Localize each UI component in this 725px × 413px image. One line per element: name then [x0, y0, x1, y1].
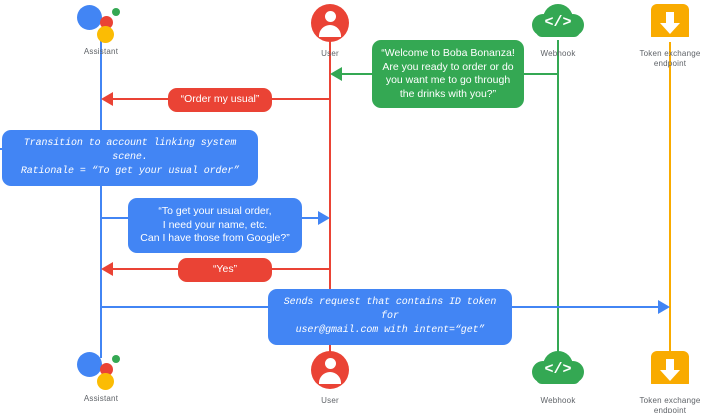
assistant-dot-yellow [97, 373, 114, 390]
arrow-head-shape [660, 23, 680, 34]
user-avatar-icon [311, 4, 349, 42]
cloud-code-icon: </> [532, 4, 584, 44]
actor-label-assistant: Assistant [83, 47, 119, 56]
actor-label-token-endpoint: Token exchange endpoint [639, 49, 701, 68]
token-icon-wrap [610, 4, 725, 46]
box-notch [651, 37, 689, 42]
code-brackets-glyph: </> [544, 14, 572, 31]
arrow-shaft [666, 12, 674, 24]
webhook-icon-wrap-bottom: </> [498, 351, 618, 393]
lifeline-assistant [100, 40, 102, 358]
arrow-shaft [666, 359, 674, 371]
download-box-icon [651, 351, 689, 389]
actor-label-user: User [321, 49, 339, 58]
assistant-dot-blue [77, 352, 102, 377]
actor-label-webhook: Webhook [540, 396, 576, 405]
actor-label-assistant: Assistant [83, 394, 119, 403]
assistant-dot-red [100, 363, 113, 376]
google-assistant-icon [75, 349, 127, 391]
msg-arrowhead-welcome [330, 67, 342, 81]
msg-arrowhead-order-my-usual [101, 92, 113, 106]
token-icon-wrap-bottom [610, 351, 725, 393]
message-bubble-need-your-name: “To get your usual order, I need your na… [128, 198, 302, 253]
webhook-icon-wrap: </> [498, 4, 618, 46]
actor-webhook-bottom: </> Webhook [498, 349, 618, 406]
msg-arrowhead-sends-request [658, 300, 670, 314]
cloud-base [536, 22, 580, 37]
arrow-head-shape [660, 370, 680, 381]
actor-user-top: User [270, 2, 390, 59]
user-head-shape [324, 11, 336, 22]
actor-token-endpoint-bottom: Token exchange endpoint [610, 349, 725, 413]
google-assistant-icon [75, 2, 127, 44]
user-icon-wrap-bottom [270, 351, 390, 393]
message-bubble-order-my-usual: “Order my usual” [168, 88, 272, 112]
actor-label-user: User [321, 396, 339, 405]
user-icon-wrap [270, 4, 390, 46]
lifeline-webhook [557, 40, 559, 358]
code-brackets-glyph: </> [544, 361, 572, 378]
msg-arrowhead-yes [101, 262, 113, 276]
message-note-sends-request: Sends request that contains ID token for… [268, 289, 512, 345]
assistant-dot-green [112, 8, 120, 16]
actor-user-bottom: User [270, 349, 390, 406]
download-box-icon [651, 4, 689, 42]
assistant-dot-blue [77, 5, 102, 30]
cloud-code-icon: </> [532, 351, 584, 391]
message-note-transition: Transition to account linking system sce… [2, 130, 258, 186]
box-notch [651, 384, 689, 389]
actor-assistant-top: Assistant [41, 2, 161, 57]
assistant-dot-red [100, 16, 113, 29]
actor-label-token-endpoint: Token exchange endpoint [639, 396, 701, 413]
cloud-base [536, 369, 580, 384]
actor-webhook-top: </> Webhook [498, 2, 618, 59]
actor-label-webhook: Webhook [540, 49, 576, 58]
lifeline-user [329, 40, 331, 358]
actor-assistant-bottom: Assistant [41, 349, 161, 404]
assistant-icon-wrap-bottom [41, 349, 161, 391]
assistant-dot-yellow [97, 26, 114, 43]
lifeline-token-endpoint [669, 40, 671, 358]
user-body-shape [319, 372, 341, 384]
msg-arrowhead-need-your-name [318, 211, 330, 225]
assistant-icon-wrap [41, 2, 161, 44]
message-bubble-welcome: “Welcome to Boba Bonanza! Are you ready … [372, 40, 524, 108]
user-avatar-icon [311, 351, 349, 389]
user-body-shape [319, 25, 341, 37]
actor-token-endpoint-top: Token exchange endpoint [610, 2, 725, 69]
user-head-shape [324, 358, 336, 369]
message-bubble-yes: “Yes” [178, 258, 272, 282]
assistant-dot-green [112, 355, 120, 363]
